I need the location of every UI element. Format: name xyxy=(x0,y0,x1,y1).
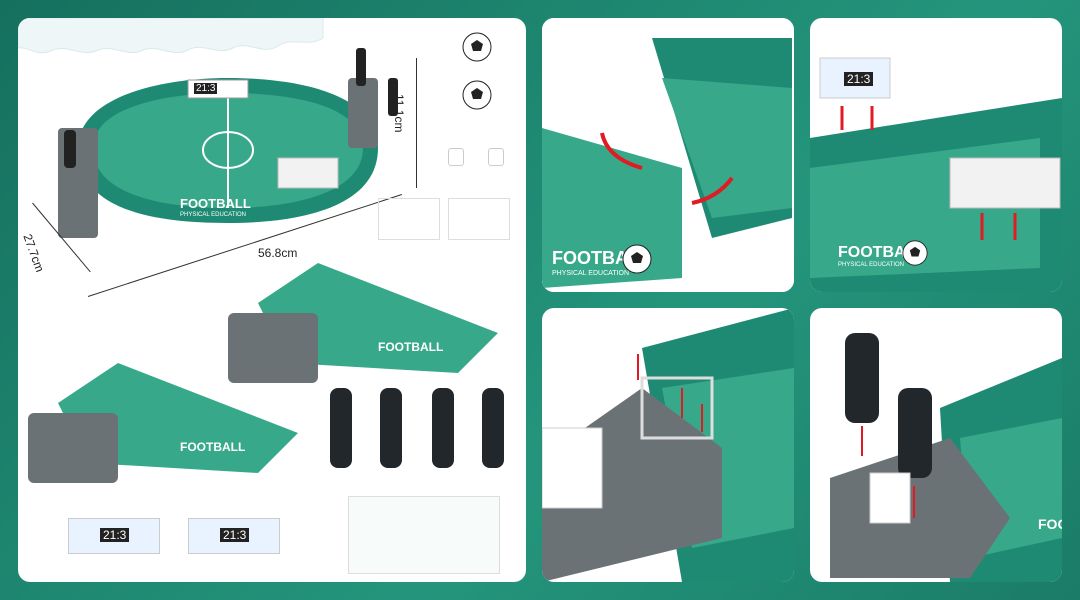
handle-install-illustration xyxy=(830,333,1062,582)
height-dimension-label: 11.1cm xyxy=(392,94,406,133)
board-logo-text: FOOTBALL xyxy=(180,196,251,211)
handle-icon xyxy=(380,388,402,468)
assembly-panel-goal xyxy=(542,308,794,582)
half-board-logo: FOOTBALL xyxy=(378,340,444,354)
scoreboard-text: 21:3 xyxy=(220,528,250,542)
height-dimension-line xyxy=(416,58,417,188)
assembly-panel-connect: FOOTBALL PHYSICAL EDUCATION xyxy=(542,18,794,292)
scoreboard-icon xyxy=(188,518,280,554)
goal-install-illustration xyxy=(542,308,794,582)
scoreboard-text: 21:3 xyxy=(844,72,874,86)
side-logo-text: FOOTBAL xyxy=(1038,516,1062,532)
goal-frame-icon xyxy=(448,198,510,240)
assembly-panel-handle: FOOTBAL xyxy=(810,308,1062,582)
soccer-ball-icon xyxy=(902,240,928,266)
assembly-panel-scoreboard: 21:3 FOOTBALL PHYSICAL EDUCATION xyxy=(810,18,1062,292)
handle-icon xyxy=(330,388,352,468)
game-board-illustration xyxy=(58,48,398,238)
clip-icon xyxy=(448,148,464,166)
scoreboard-install-illustration xyxy=(810,57,1062,292)
assembly-sub-text: PHYSICAL EDUCATION xyxy=(838,262,905,268)
handle-icon xyxy=(482,388,504,468)
soccer-ball-icon xyxy=(462,80,492,110)
sticker-sheet xyxy=(348,496,500,574)
scoreboard-text: 21:3 xyxy=(100,528,130,542)
field-join-illustration xyxy=(542,18,794,292)
width-dimension-label: 56.8cm xyxy=(258,246,298,260)
scoreboard-text: 21:3 xyxy=(194,83,218,94)
clip-icon xyxy=(488,148,504,166)
half-board-right xyxy=(228,263,498,383)
board-sub-text: PHYSICAL EDUCATION xyxy=(180,212,247,218)
half-board-left xyxy=(28,363,298,483)
goal-frame-icon xyxy=(378,198,440,240)
snow-decoration xyxy=(18,18,324,54)
assembly-sub-text: PHYSICAL EDUCATION xyxy=(552,270,630,277)
handle-icon xyxy=(432,388,454,468)
half-board-logo: FOOTBALL xyxy=(180,440,246,454)
soccer-ball-icon xyxy=(622,244,652,274)
soccer-ball-icon xyxy=(462,32,492,62)
main-product-panel: FOOTBALL PHYSICAL EDUCATION 21:3 56.8cm … xyxy=(18,18,526,582)
